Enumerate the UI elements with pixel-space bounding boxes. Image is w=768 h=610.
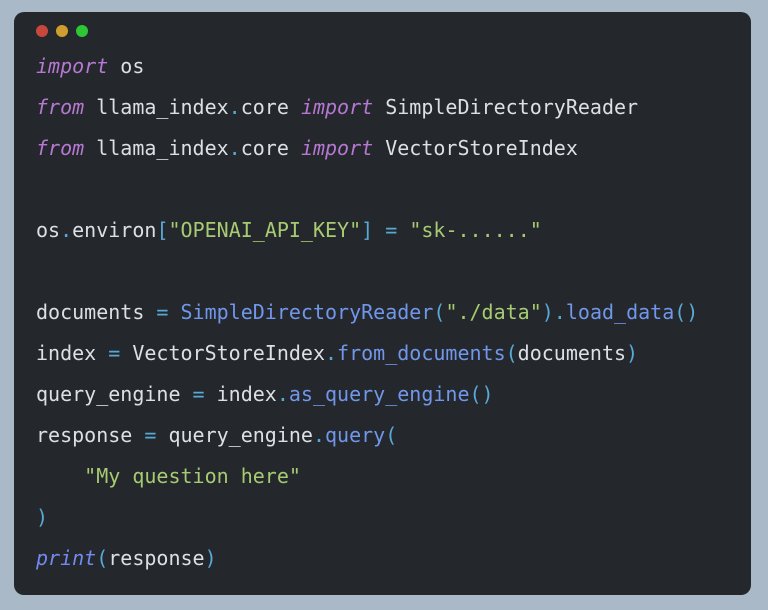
code-token-pun: . (325, 341, 338, 365)
window-titlebar (36, 24, 733, 38)
code-line: print(response) (36, 538, 733, 579)
code-token-pln (36, 464, 84, 488)
code-token-pun: . (276, 382, 289, 406)
code-token-pln (373, 218, 385, 242)
code-token-str: "My question here" (84, 464, 301, 488)
code-token-fn: load_data (565, 300, 675, 324)
code-line (36, 169, 733, 210)
code-token-fn: query (325, 423, 386, 447)
code-token-pun: ] (361, 218, 374, 242)
code-token-pun: . (60, 218, 73, 242)
code-token-pun: = (385, 218, 398, 242)
code-token-pun: [ (156, 218, 169, 242)
code-token-fn: from_documents (337, 341, 506, 365)
code-token-str: "./data" (445, 300, 542, 324)
code-token-pln: documents (517, 341, 627, 365)
minimize-button[interactable] (56, 25, 68, 37)
code-token-pln: core (240, 136, 301, 160)
code-token-pun: = (192, 382, 205, 406)
code-line: from llama_index.core import VectorStore… (36, 128, 733, 169)
code-token-kw: import (300, 136, 374, 160)
code-token-pln: os (36, 218, 61, 242)
maximize-button[interactable] (76, 25, 88, 37)
code-token-kw: from (36, 95, 85, 119)
code-token-pun: ). (541, 300, 566, 324)
code-token-pln (397, 218, 409, 242)
code-token-pln: response (36, 423, 145, 447)
code-token-pln: VectorStoreIndex (120, 341, 325, 365)
code-token-pln: llama_index (84, 95, 229, 119)
code-token-kw: import (36, 54, 109, 78)
code-token-pln: llama_index (84, 136, 229, 160)
code-token-pun: . (228, 136, 241, 160)
code-line: query_engine = index.as_query_engine() (36, 374, 733, 415)
code-token-str: "sk-......" (409, 218, 542, 242)
code-token-str: "OPENAI_API_KEY" (168, 218, 362, 242)
code-token-kw: import (300, 95, 374, 119)
code-token-fn: as_query_engine (288, 382, 470, 406)
code-token-pun: () (469, 382, 494, 406)
code-token-pln: documents (36, 300, 157, 324)
code-line: index = VectorStoreIndex.from_documents(… (36, 333, 733, 374)
code-token-pun: ) (626, 341, 639, 365)
code-token-pun: . (228, 95, 241, 119)
code-line: response = query_engine.query( (36, 415, 733, 456)
code-token-kw: from (36, 136, 85, 160)
code-line (36, 251, 733, 292)
code-line: documents = SimpleDirectoryReader("./dat… (36, 292, 733, 333)
code-token-pln: SimpleDirectoryReader (373, 95, 639, 119)
code-token-pun: = (108, 341, 121, 365)
code-token-pln: index (36, 341, 109, 365)
code-line: os.environ["OPENAI_API_KEY"] = "sk-.....… (36, 210, 733, 251)
code-token-pun: () (674, 300, 699, 324)
code-token-pln: response (108, 546, 205, 570)
code-token-pln: VectorStoreIndex (373, 136, 578, 160)
code-token-pun: ( (505, 341, 518, 365)
code-line: ) (36, 497, 733, 538)
code-token-pln: core (240, 95, 301, 119)
code-token-pln: query_engine (156, 423, 313, 447)
code-token-pln: index (204, 382, 277, 406)
code-line: import os (36, 46, 733, 87)
code-token-pun: ) (204, 546, 217, 570)
code-token-fn: SimpleDirectoryReader (180, 300, 434, 324)
code-token-pln: query_engine (36, 382, 193, 406)
close-button[interactable] (36, 25, 48, 37)
code-token-pun: ( (385, 423, 398, 447)
code-token-pun: ( (433, 300, 446, 324)
code-token-pun: = (144, 423, 157, 447)
code-token-pun: = (156, 300, 169, 324)
code-line: "My question here" (36, 456, 733, 497)
code-token-kwfn: print (36, 546, 97, 570)
code-line: from llama_index.core import SimpleDirec… (36, 87, 733, 128)
code-token-pun: ( (96, 546, 109, 570)
code-token-pun: . (312, 423, 326, 447)
code-token-pln: os (108, 54, 145, 78)
code-token-pln (168, 300, 180, 324)
code-token-pln: environ (72, 218, 157, 242)
code-token-pun: ) (36, 505, 49, 529)
